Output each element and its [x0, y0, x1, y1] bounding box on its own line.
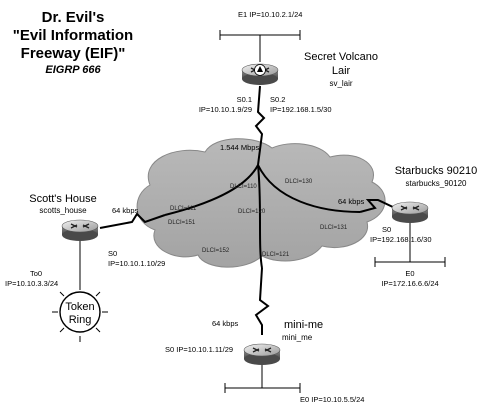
sv-lair-name-1: Secret Volcano [304, 51, 378, 63]
title-line-1: Dr. Evil's [42, 9, 105, 26]
link-speed-starbucks: 64 kbps [338, 197, 365, 206]
dlci-131: DLCI=131 [320, 225, 348, 231]
minime-hostname: mini_me [282, 333, 313, 342]
link-lair-to-cloud [254, 85, 266, 166]
starbucks-hostname: starbucks_90120 [406, 179, 467, 188]
title-line-2: "Evil Information [13, 27, 133, 44]
dlci-110: DLCI=110 [230, 184, 257, 190]
scotts-to0: To0 [30, 269, 42, 278]
sv-lair-name-2: Lair [332, 65, 351, 77]
router-icon [391, 201, 429, 224]
dlci-151: DLCI=151 [168, 220, 196, 226]
starbucks-name: Starbucks 90210 [395, 165, 478, 177]
sv-lair-s02-ip: IP=192.168.1.5/30 [270, 105, 332, 114]
link-speed-minime: 64 kbps [212, 319, 239, 328]
scotts-s0-ip: IP=10.10.1.10/29 [108, 259, 165, 268]
scotts-hostname: scotts_house [39, 206, 87, 215]
dlci-120: DLCI=120 [238, 209, 266, 215]
title-line-3: Freeway (EIF)" [21, 45, 126, 62]
ethernet-segment-icon [224, 365, 301, 393]
diagram-title: Dr. Evil's "Evil Information Freeway (EI… [13, 9, 133, 76]
link-cloud-minime [254, 267, 270, 335]
link-speed-scotts: 64 kbps [112, 206, 139, 215]
link-speed-lair: 1.544 Mbps [220, 143, 259, 152]
sv-lair-s01: S0.1 [237, 95, 252, 104]
sv-lair-s02: S0.2 [270, 95, 285, 104]
link-cloud-scotts [99, 212, 166, 229]
scotts-s0: S0 [108, 249, 117, 258]
starbucks-s0-ip: IP=192.168.1.6/30 [370, 235, 432, 244]
ethernet-segment-icon [374, 222, 446, 267]
ethernet-segment-icon [219, 30, 301, 62]
minime-e0-ip: E0 IP=10.10.5.5/24 [300, 395, 364, 404]
token-ring-icon [52, 236, 108, 342]
starbucks-e0: E0 [405, 269, 414, 278]
router-icon [243, 343, 281, 366]
frame-relay-cloud-icon [136, 138, 386, 268]
router-icon [241, 63, 279, 86]
dlci-152: DLCI=152 [202, 248, 230, 254]
link-cloud-starbucks [359, 199, 396, 213]
scotts-to0-ip: IP=10.10.3.3/24 [5, 279, 58, 288]
dlci-111: DLCI=111 [170, 206, 197, 212]
pvc-lair-starbucks [257, 164, 361, 213]
starbucks-e0-ip: IP=172.16.6.6/24 [381, 279, 438, 288]
pvc-lair-minime [257, 164, 263, 269]
sv-lair-hostname: sv_lair [329, 79, 352, 88]
router-icon [61, 219, 99, 242]
minime-name: mini-me [284, 319, 323, 331]
sv-lair-e1-label: E1 IP=10.10.2.1/24 [238, 10, 302, 19]
dlci-121: DLCI=121 [262, 252, 290, 258]
token-ring-label-1: Token [65, 301, 94, 313]
sv-lair-s01-ip: IP=10.10.1.9/29 [199, 105, 252, 114]
minime-s0-ip: S0 IP=10.10.1.11/29 [165, 345, 233, 354]
token-ring-label-2: Ring [69, 314, 92, 326]
title-subtitle: EIGRP 666 [45, 64, 101, 76]
starbucks-s0: S0 [382, 225, 391, 234]
pvc-lair-scotts [164, 164, 259, 216]
scotts-name: Scott's House [29, 193, 97, 205]
dlci-130: DLCI=130 [285, 179, 313, 185]
